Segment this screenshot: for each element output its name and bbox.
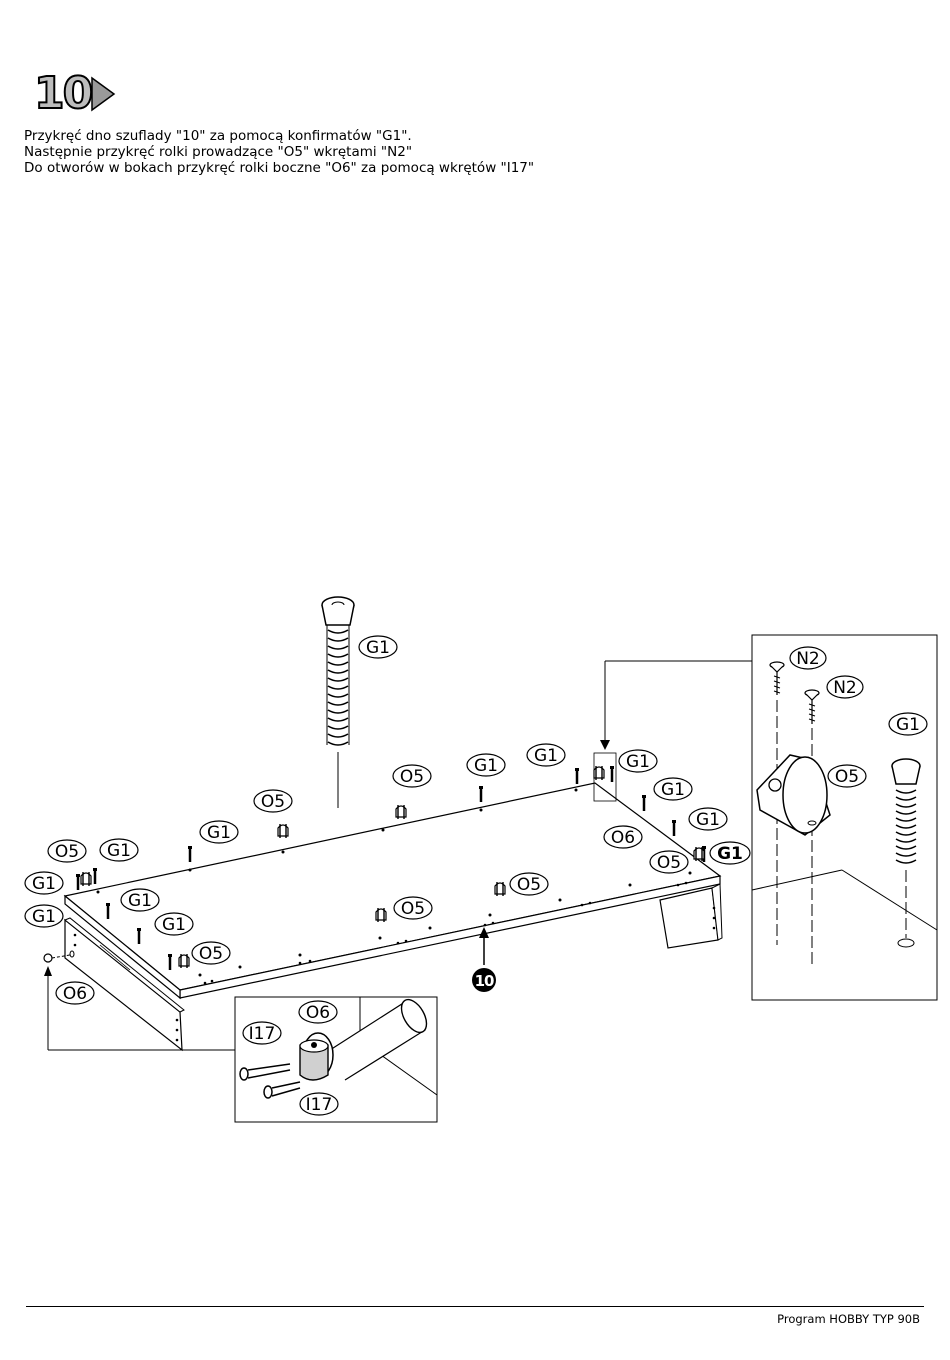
label-text: O5 [261,792,285,812]
footer-program-name: Program HOBBY TYP 90B [777,1312,920,1326]
label-o5: O5 [254,790,292,812]
label-text: G1 [661,780,685,800]
label-text: G1 [717,844,743,864]
label-g1: G1 [710,842,750,864]
label-text: G1 [207,823,231,843]
label-text: O6 [306,1003,330,1023]
label-g1: G1 [619,750,657,772]
label-text: G1 [474,756,498,776]
label-i17: I17 [300,1093,338,1115]
label-text: G1 [107,841,131,861]
label-o6: O6 [299,1001,337,1023]
label-text: O5 [657,853,681,873]
label-o5: O5 [510,873,548,895]
part-number-label: 10 [475,972,494,990]
label-g1: G1 [654,778,692,800]
label-text: I17 [249,1024,276,1044]
label-o5: O5 [393,765,431,787]
label-g1: G1 [467,754,505,776]
label-text: O6 [611,828,635,848]
drawer-bottom-panel [65,783,720,998]
confirmat-screw-large [322,597,354,808]
label-o5: O5 [394,897,432,919]
label-g1: G1 [527,744,565,766]
footer-divider [26,1306,924,1307]
label-text: O5 [55,842,79,862]
label-text: G1 [32,874,56,894]
label-n2: N2 [790,647,826,669]
label-i17: I17 [243,1022,281,1044]
label-g1: G1 [100,839,138,861]
label-o6: O6 [56,982,94,1004]
label-text: O5 [517,875,541,895]
label-o6: O6 [604,826,642,848]
label-text: G1 [162,915,186,935]
label-g1: G1 [25,872,63,894]
label-g1: G1 [121,889,159,911]
label-g1: G1 [889,713,927,735]
label-o5: O5 [192,942,230,964]
label-text: O5 [401,899,425,919]
label-text: O5 [400,767,424,787]
label-g1: G1 [689,808,727,830]
label-text: G1 [696,810,720,830]
label-text: O5 [835,767,859,787]
label-text: G1 [534,746,558,766]
label-o5: O5 [650,851,688,873]
label-text: N2 [796,649,820,669]
label-text: G1 [32,907,56,927]
label-g1: G1 [200,821,238,843]
label-g1: G1 [25,905,63,927]
label-text: G1 [128,891,152,911]
label-text: G1 [366,638,390,658]
label-g1: G1 [155,913,193,935]
label-o5: O5 [828,765,866,787]
label-text: N2 [833,678,857,698]
label-text: I17 [306,1095,333,1115]
label-text: O6 [63,984,87,1004]
label-text: G1 [626,752,650,772]
label-text: G1 [896,715,920,735]
label-text: O5 [199,944,223,964]
part-indicator-arrow: 10 [472,927,496,992]
label-g1: G1 [359,636,397,658]
label-n2: N2 [827,676,863,698]
label-o5: O5 [48,840,86,862]
